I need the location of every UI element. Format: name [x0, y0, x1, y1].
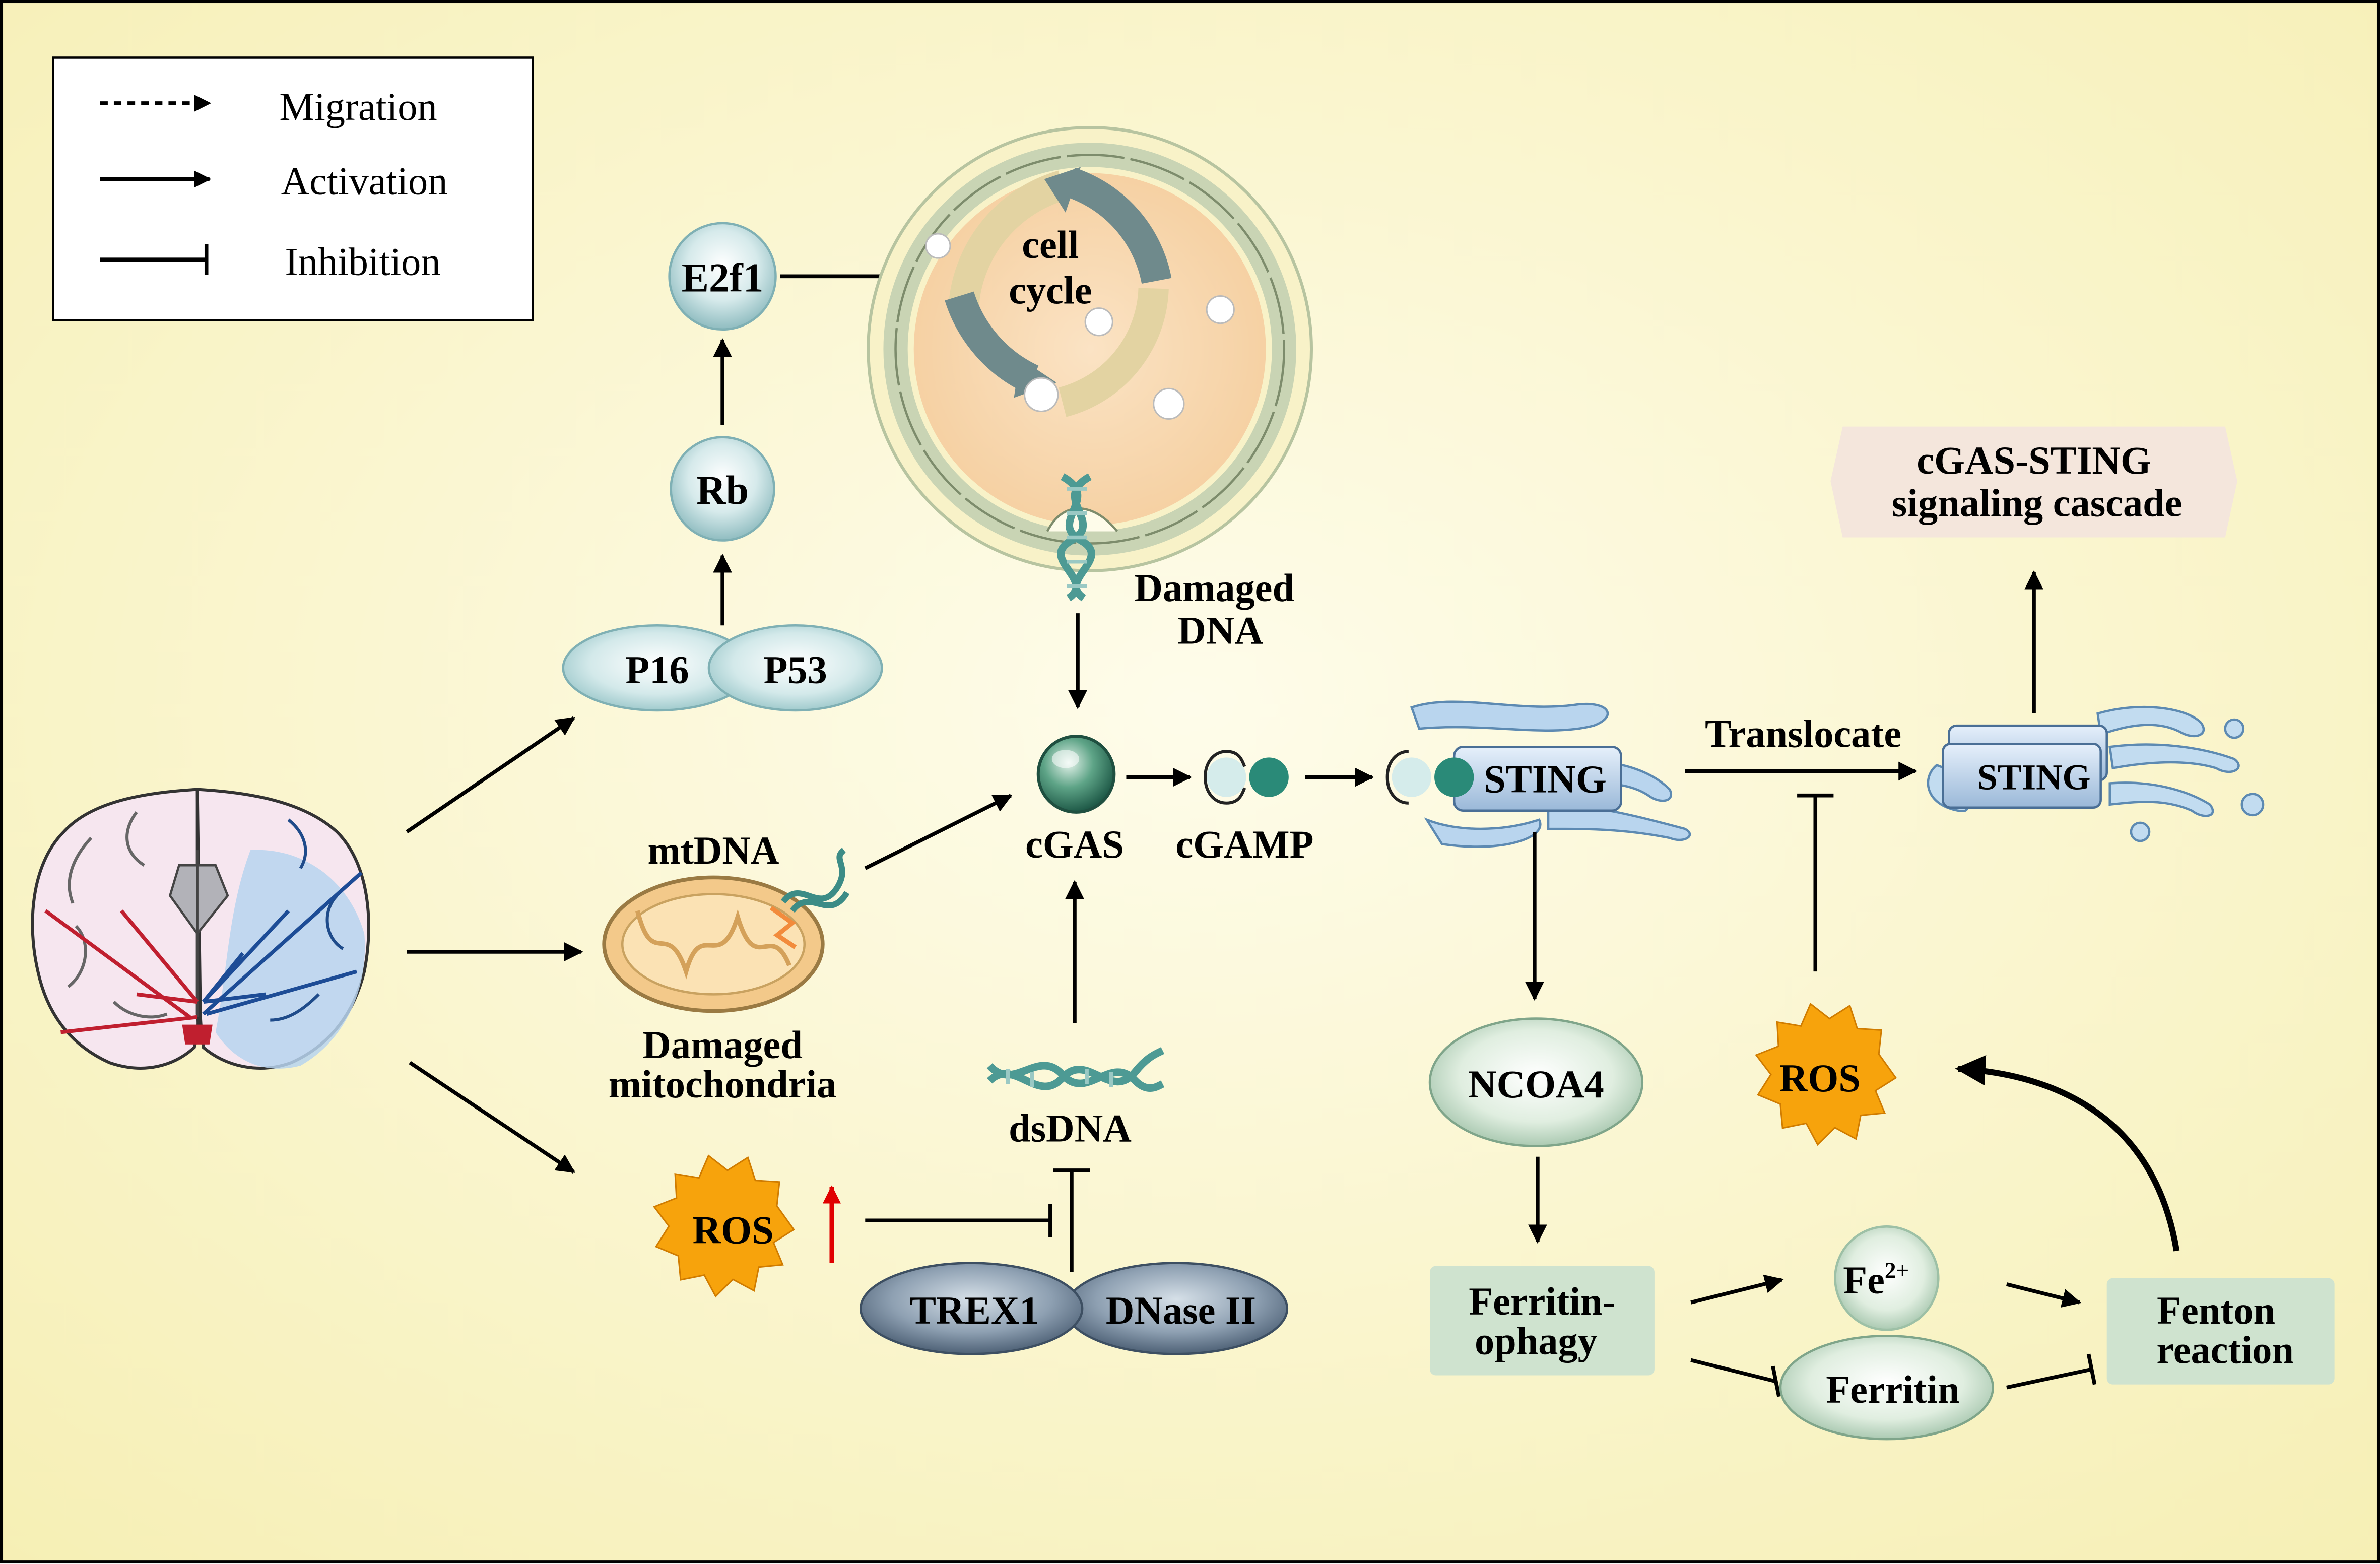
ncoa4-node [1428, 1017, 1644, 1147]
fenton-label-line2: reaction [2156, 1328, 2294, 1372]
inhibit-ferritin-fenton-bar [2086, 1353, 2097, 1385]
cell-illustration: cell cycle [867, 126, 1313, 572]
arrow-ferritinophagy-to-fe [1690, 1274, 1784, 1305]
cgas-label: cGAS [1025, 822, 1124, 866]
legend-inhibition-label: Inhibition [285, 239, 441, 283]
p16-label: P16 [625, 648, 689, 692]
fenton-box [2106, 1278, 2335, 1385]
dsdna-label: dsDNA [1009, 1106, 1132, 1150]
p53-node [707, 624, 883, 712]
cgamp-label: cGAMP [1175, 822, 1313, 866]
mtdna-label: mtDNA [647, 828, 779, 872]
trex1-label: TREX1 [910, 1288, 1039, 1332]
cgamp-molecule-icon [1204, 750, 1289, 805]
cascade-box [1830, 426, 2237, 538]
e2f1-node [668, 222, 777, 331]
inhibit-ferritin-fenton [2006, 1367, 2092, 1390]
ncoa4-label: NCOA4 [1468, 1062, 1604, 1106]
arrow-mtdna-to-cgas [864, 794, 1013, 870]
sting-golgi-label: STING [1977, 757, 2091, 798]
fenton-label-line1: Fenton [2157, 1288, 2275, 1332]
cgas-node [1036, 735, 1116, 814]
trex1-node [859, 1262, 1084, 1355]
legend: Migration Activation Inhibition [52, 56, 534, 321]
rb-node [670, 436, 775, 542]
ferritinophagy-box [1430, 1266, 1655, 1376]
damaged-dna-label-line2: DNA [1177, 608, 1263, 652]
ferritin-label: Ferritin [1826, 1367, 1959, 1411]
fe-symbol: Fe [1843, 1258, 1885, 1302]
fe-charge: 2+ [1885, 1258, 1909, 1283]
legend-activation-label: Activation [281, 159, 448, 203]
dsdna-helix-icon [986, 1047, 1165, 1092]
cgamp-bound-icon [1385, 750, 1474, 805]
arrow-brain-to-ros [409, 1061, 575, 1174]
arrow-fenton-to-ros [1955, 1055, 2180, 1252]
ros-left-burst [653, 1154, 795, 1298]
damaged-mito-label-line2: mitochondria [609, 1062, 837, 1106]
p53-label: P53 [764, 648, 827, 692]
damaged-dna-helix-icon [1057, 473, 1095, 602]
cell-cycle-arrow-light-1 [949, 170, 1067, 305]
rb-label: Rb [696, 468, 749, 513]
legend-migration-label: Migration [279, 85, 437, 128]
damaged-dna-label-line1: Damaged [1134, 566, 1294, 610]
damaged-mito-label-line1: Damaged [642, 1023, 803, 1067]
cell-cycle-arrow-light-2 [1058, 287, 1169, 417]
cascade-label-line2: signaling cascade [1892, 481, 2183, 525]
cell-cycle-arrow-dark-1 [1065, 167, 1172, 284]
dnase2-label: DNase II [1106, 1288, 1256, 1332]
ferritin-node [1779, 1334, 1995, 1441]
translocate-label: Translocate [1705, 711, 1901, 755]
inhibit-ferritinophagy-ferritin-bar [1771, 1365, 1781, 1397]
damaged-mitochondria-icon [602, 848, 850, 1013]
arrow-fe-to-fenton [2006, 1282, 2082, 1308]
cell-cycle-label-line1: cell [1022, 223, 1079, 267]
e2f1-label: E2f1 [682, 255, 764, 300]
inhibit-ferritinophagy-ferritin [1690, 1358, 1776, 1384]
arrow-brain-to-p16 [406, 716, 575, 834]
ros-left-label: ROS [693, 1208, 774, 1252]
fe-node [1834, 1225, 1940, 1331]
nucleus-interior [913, 173, 1266, 526]
sting-er-label: STING [1484, 757, 1607, 801]
golgi-apparatus-icon [1927, 706, 2265, 842]
cell-cycle-label-line2: cycle [1009, 269, 1092, 312]
ferritinophagy-label-line1: Ferritin- [1469, 1279, 1615, 1323]
ros-right-burst [1755, 1002, 1897, 1146]
ros-right-label: ROS [1779, 1056, 1861, 1100]
brain-illustration [31, 788, 370, 1070]
ferritinophagy-label-line2: ophagy [1475, 1319, 1598, 1362]
cascade-label-line1: cGAS-STING [1916, 438, 2151, 482]
sting-golgi-box [1942, 742, 2102, 809]
fe-label: Fe2+ [1843, 1258, 1909, 1302]
